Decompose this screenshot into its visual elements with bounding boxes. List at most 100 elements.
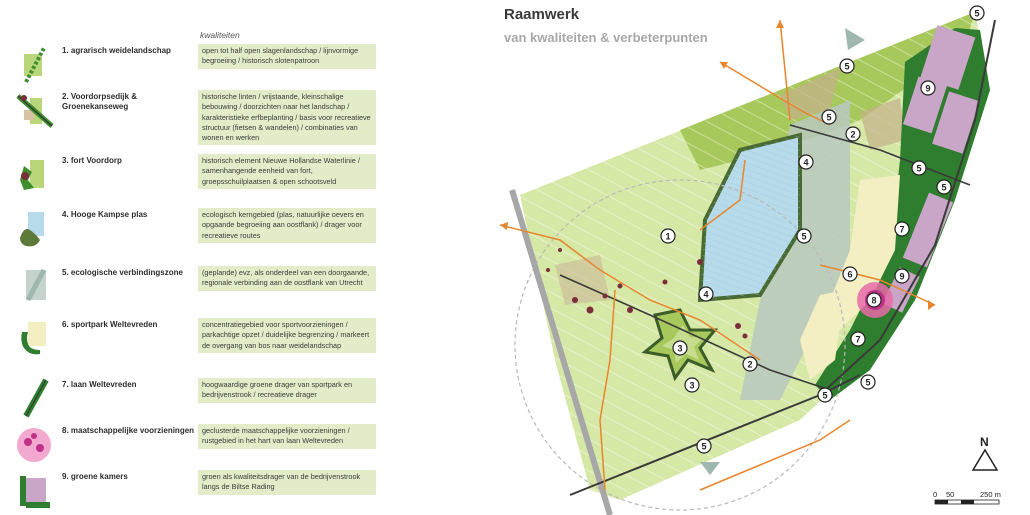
map-marker: 7 bbox=[850, 331, 866, 347]
marker-circle bbox=[894, 221, 910, 237]
map-title: Raamwerk bbox=[504, 6, 580, 23]
eco-corridor bbox=[740, 100, 850, 400]
marker-label: 9 bbox=[925, 83, 930, 93]
marker-circle bbox=[698, 286, 714, 302]
marker-label: 4 bbox=[803, 157, 808, 167]
marker-label: 2 bbox=[850, 129, 855, 139]
legend-title: 9. groene kamers bbox=[62, 472, 128, 481]
legend-desc: open tot half open slagenlandschap / lij… bbox=[198, 44, 376, 69]
marker-label: 7 bbox=[855, 334, 860, 344]
meadow-icon bbox=[24, 47, 46, 83]
marker-label: 3 bbox=[677, 343, 682, 353]
legend-desc: historische linten / vrijstaande, kleins… bbox=[198, 90, 376, 146]
map-marker: 5 bbox=[839, 58, 855, 74]
north-arrow-icon bbox=[971, 448, 999, 471]
marker-circle bbox=[860, 374, 876, 390]
marker-circle bbox=[850, 331, 866, 347]
corridor-icon bbox=[25, 268, 47, 302]
marker-label: 1 bbox=[665, 231, 670, 241]
road-east bbox=[819, 19, 996, 396]
marker-circle bbox=[798, 154, 814, 170]
marker-label: 5 bbox=[801, 231, 806, 241]
marker-circle bbox=[839, 58, 855, 74]
map-marker: 6 bbox=[842, 266, 858, 282]
route-arrows bbox=[500, 20, 935, 310]
marker-circle bbox=[696, 438, 712, 454]
marker-circle bbox=[742, 356, 758, 372]
marker-label: 9 bbox=[899, 271, 904, 281]
avenue-icon bbox=[23, 378, 49, 418]
recreational-routes bbox=[499, 19, 936, 491]
marker-label: 5 bbox=[826, 112, 831, 122]
marker-circle bbox=[660, 228, 676, 244]
view-triangle bbox=[700, 462, 720, 475]
north-label: N bbox=[980, 435, 989, 449]
map-marker: 2 bbox=[845, 126, 861, 142]
marker-circle bbox=[969, 5, 985, 21]
map-marker: 9 bbox=[920, 80, 936, 96]
scale-end: 250 m bbox=[980, 490, 1001, 499]
highway bbox=[509, 189, 613, 515]
marker-label: 2 bbox=[747, 359, 752, 369]
legend-title: 7. laan Weltevreden bbox=[62, 380, 137, 389]
legend-desc: geclusterde maatschappelijke voorziening… bbox=[198, 424, 376, 449]
legend-desc: historisch element Nieuwe Hollandse Wate… bbox=[198, 154, 376, 189]
sportpark-icon bbox=[21, 322, 46, 355]
marker-circle bbox=[796, 228, 812, 244]
map-marker: 3 bbox=[684, 377, 700, 393]
sport-park bbox=[800, 290, 845, 380]
tree-dots bbox=[546, 248, 748, 339]
map-marker: 5 bbox=[696, 438, 712, 454]
scale-bar bbox=[934, 499, 1000, 505]
marker-circle bbox=[821, 109, 837, 125]
lake-icon bbox=[20, 212, 44, 247]
map-subtitle: van kwaliteiten & verbeterpunten bbox=[504, 30, 708, 45]
legend-desc: hoogwaardige groene drager van sportpark… bbox=[198, 378, 376, 403]
road-north bbox=[789, 124, 971, 186]
marker-label: 5 bbox=[865, 377, 870, 387]
marker-label: 4 bbox=[703, 289, 708, 299]
legend-title: 6. sportpark Weltevreden bbox=[62, 320, 158, 329]
map-marker: 5 bbox=[821, 109, 837, 125]
marker-label: 8 bbox=[871, 295, 876, 305]
legend-desc: ecologisch kerngebied (plas, natuurlijke… bbox=[198, 208, 376, 243]
legend-desc: groen als kwaliteitsdrager van de bedrij… bbox=[198, 470, 376, 495]
legend-title: 1. agrarisch weidelandschap bbox=[62, 46, 171, 55]
marker-label: 7 bbox=[899, 224, 904, 234]
map-marker: 4 bbox=[698, 286, 714, 302]
legend-desc: concentratiegebied voor sportvoorziening… bbox=[198, 318, 376, 353]
map-marker: 9 bbox=[894, 268, 910, 284]
map-marker: 5 bbox=[860, 374, 876, 390]
marker-label: 5 bbox=[916, 163, 921, 173]
field-patch bbox=[860, 98, 905, 150]
marker-label: 5 bbox=[844, 61, 849, 71]
marker-circle bbox=[672, 340, 688, 356]
fort-icon bbox=[20, 160, 44, 190]
legend-title: 2. Voordorpsedijk & Groenekanseweg bbox=[62, 92, 137, 111]
map-marker: 8 bbox=[866, 292, 882, 308]
marker-circle bbox=[684, 377, 700, 393]
green-rooms-icon bbox=[20, 476, 50, 508]
legend-header: kwaliteiten bbox=[200, 30, 240, 40]
marker-circle bbox=[911, 160, 927, 176]
legend-title: 5. ecologische verbindingszone bbox=[62, 268, 183, 277]
map-marker: 4 bbox=[798, 154, 814, 170]
map-marker: 5 bbox=[817, 387, 833, 403]
dike-icon bbox=[16, 94, 54, 128]
marker-label: 5 bbox=[701, 441, 706, 451]
map-marker: 7 bbox=[894, 221, 910, 237]
influence-circle bbox=[514, 179, 846, 511]
legend-desc: (geplande) evz, als onderdeel van een do… bbox=[198, 266, 376, 291]
map-marker: 5 bbox=[796, 228, 812, 244]
marker-circle bbox=[842, 266, 858, 282]
scale-zero: 0 bbox=[933, 490, 938, 499]
marker-circle bbox=[936, 179, 952, 195]
map-marker: 3 bbox=[672, 340, 688, 356]
marker-label: 5 bbox=[822, 390, 827, 400]
facilities-icon bbox=[17, 428, 51, 462]
marker-label: 5 bbox=[974, 8, 979, 18]
marker-circle bbox=[845, 126, 861, 142]
legend-title: 4. Hooge Kampse plas bbox=[62, 210, 148, 219]
marker-label: 3 bbox=[689, 380, 694, 390]
